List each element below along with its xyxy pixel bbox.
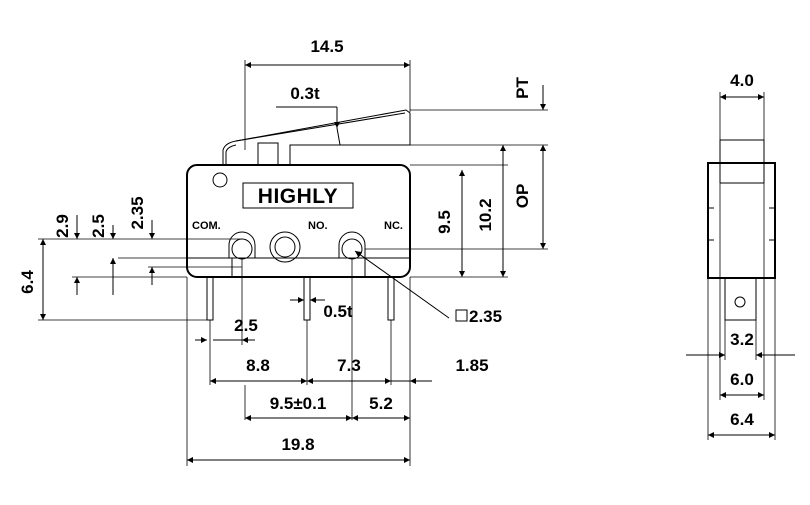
dim-v-6-4: 6.4 (18, 270, 37, 294)
dim-v-2-35: 2.35 (128, 196, 147, 229)
dim-d-19-8: 19.8 (281, 435, 314, 454)
side-view: 4.0 3.2 6.0 6.4 (686, 71, 795, 440)
dim-pin-2-5: 2.5 (234, 316, 258, 335)
dim-pin-thickness: 0.5t (323, 302, 353, 321)
dim-v-2-5: 2.5 (89, 214, 108, 238)
front-view: HIGHLY COM. NO. NC. 14.5 (18, 37, 548, 466)
side-dim-top: 4.0 (730, 71, 754, 90)
terminal-label-com: COM. (192, 220, 221, 232)
dim-d-7-3: 7.3 (337, 356, 361, 375)
side-top-cap (719, 139, 765, 164)
dim-v-2-9: 2.9 (53, 214, 72, 238)
terminal-pins (206, 276, 395, 321)
dim-d-8-8: 8.8 (246, 356, 270, 375)
side-dim-6-0: 6.0 (730, 370, 754, 389)
side-pin-hole (734, 296, 746, 308)
switch-body (186, 164, 411, 278)
side-dim-6-4: 6.4 (730, 410, 754, 429)
brand-box (242, 182, 354, 209)
terminal-label-nc: NC. (384, 220, 403, 232)
side-pin (724, 277, 757, 321)
mounting-dot (212, 172, 228, 188)
dim-d-5-2: 5.2 (369, 394, 393, 413)
dim-pt: PT (513, 77, 532, 99)
dim-lever-thickness: 0.3t (290, 84, 320, 103)
square-symbol (455, 309, 468, 322)
dim-d-9-5-tol: 9.5±0.1 (270, 394, 327, 413)
terminal-label-no: NO. (308, 220, 328, 232)
dim-height-9-5: 9.5 (435, 210, 454, 234)
dim-d-1-85: 1.85 (455, 356, 488, 375)
dim-pin-square: 2.35 (469, 307, 502, 326)
dim-op: OP (513, 184, 532, 209)
dim-height-10-2: 10.2 (476, 198, 495, 231)
brand-label: HIGHLY (258, 185, 338, 208)
actuator-lever (222, 109, 411, 166)
dim-top-width: 14.5 (310, 37, 343, 56)
side-dim-3-2: 3.2 (730, 330, 754, 349)
side-body (707, 162, 776, 279)
